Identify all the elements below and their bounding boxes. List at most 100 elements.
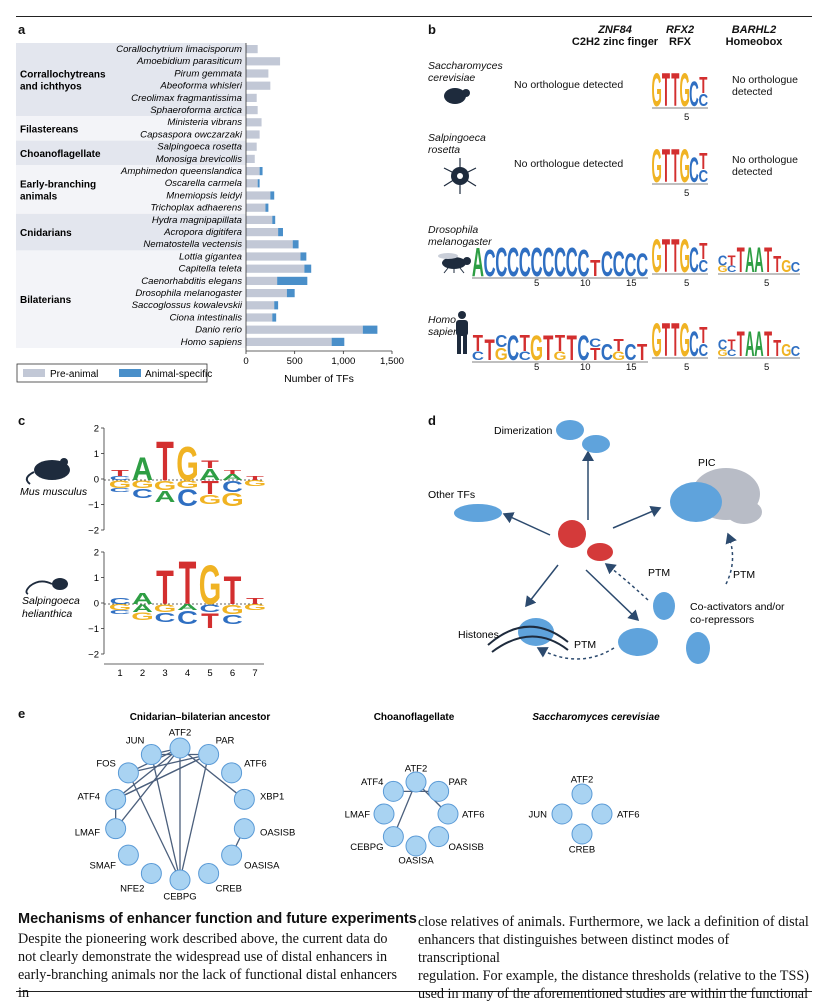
panel-d-label: d [428, 413, 436, 428]
tick-label: Danio rerio [195, 325, 243, 336]
logo-letter: C [699, 167, 709, 186]
network-edge [127, 772, 181, 881]
logo-letter: T [764, 240, 772, 278]
bar-pre-animal [246, 69, 269, 78]
network-node [405, 771, 427, 793]
znf84-gene: ZNF84 [598, 24, 632, 36]
yeast-icon [444, 88, 470, 104]
logo-letter: T [179, 550, 197, 618]
network-title: Saccharomyces cerevisiae [532, 712, 660, 723]
bar-animal-specific [292, 240, 299, 249]
network-edge [150, 754, 181, 881]
network-node [428, 826, 450, 848]
bar-animal-specific [304, 264, 312, 273]
logo-letter: T [201, 610, 219, 633]
logo-tick: 5 [764, 362, 770, 373]
logo-letter: G [176, 478, 199, 490]
logo-letter: C [624, 340, 636, 365]
network-node [382, 826, 404, 848]
network-node-label: ATF6 [244, 758, 267, 769]
x-tick-label: 2 [140, 668, 145, 679]
network-node-label: ATF2 [571, 775, 594, 786]
logo-letter: A [222, 473, 243, 482]
logo-letter: G [679, 65, 689, 112]
logo-letter: G [244, 603, 267, 612]
logo-letter: C [222, 478, 243, 496]
bar-animal-specific [277, 276, 308, 285]
logo-letter: G [109, 603, 132, 612]
network-node-label: ATF2 [169, 728, 192, 739]
panel-e-networks: Cnidarian–bilaterian ancestor Choanoflag… [75, 712, 660, 903]
y-tick-label: −2 [88, 650, 99, 661]
logo-letter: T [224, 569, 242, 614]
logo-letter: T [773, 252, 781, 278]
logo-letter: C [484, 242, 496, 282]
bar-pre-animal [246, 191, 271, 200]
tick-label: Ministeria vibrans [167, 117, 242, 128]
logo-letter: C [689, 74, 699, 112]
logo-letter: G [495, 344, 508, 364]
logo-letter: G [612, 350, 625, 363]
bar-animal-specific [272, 313, 277, 322]
logo-letter: C [507, 239, 519, 282]
network-node-label: NFE2 [120, 883, 144, 894]
bar-pre-animal [246, 81, 271, 90]
x-tick-label: 5 [207, 668, 212, 679]
logo-letter: T [737, 324, 745, 362]
network-node [233, 818, 255, 840]
logo-tick: 15 [626, 362, 637, 373]
choanoflagellate-colony-icon [443, 158, 477, 194]
network-edge [115, 747, 181, 800]
bar-animal-specific [274, 301, 279, 310]
bar-pre-animal [246, 301, 275, 310]
bar-pre-animal [246, 203, 266, 212]
x-tick-label: 1,500 [380, 356, 404, 367]
logo-letter: A [745, 324, 754, 362]
col-header-barhl2: BARHL2 Homeobox [714, 24, 794, 48]
nucleosome-icon [487, 618, 569, 653]
logo-letter: C [689, 150, 699, 188]
network-node-label: LMAF [75, 828, 101, 839]
logo-letter: G [679, 141, 689, 188]
network-title: Cnidarian–bilaterian ancestor [130, 712, 271, 723]
logo-letter: G [781, 341, 791, 360]
label-pic: PIC [698, 457, 716, 469]
logo-letter: T [671, 315, 679, 362]
tick-label: Monosiga brevicollis [156, 154, 243, 165]
bar-pre-animal [246, 57, 281, 66]
logo-tick: 5 [684, 188, 690, 199]
central-tf-icon [558, 520, 613, 561]
logo-letter: G [553, 350, 566, 363]
logo-letter: C [727, 265, 736, 275]
network-node-label: JUN [126, 736, 145, 747]
bar-animal-specific [257, 179, 260, 188]
group-band [16, 43, 246, 117]
y-tick-label: −1 [88, 500, 99, 511]
y-tick-label: 0 [94, 475, 99, 486]
logo-letter: G [530, 328, 543, 366]
rfx2-gene: RFX2 [665, 24, 695, 36]
logo-letter: A [200, 466, 221, 484]
tick-label: Acropora digitifera [163, 227, 242, 238]
logo-letter: T [728, 336, 736, 353]
network-node [169, 737, 191, 759]
network-node-label: ATF4 [78, 791, 101, 802]
logo-letter: C [110, 609, 131, 615]
label-coactivators: co-repressors [690, 614, 754, 626]
logo-letter: G [131, 478, 154, 490]
network-node-label: ATF4 [361, 777, 384, 788]
network-node-label: CREB [569, 845, 595, 856]
no-orthologue-text: No orthologue detected [514, 79, 624, 91]
tick-label: Saccoglossus kowalevskii [132, 300, 243, 311]
y-tick-label: 1 [94, 449, 99, 460]
bar-pre-animal [246, 167, 260, 176]
logo-letter: C [495, 330, 507, 350]
